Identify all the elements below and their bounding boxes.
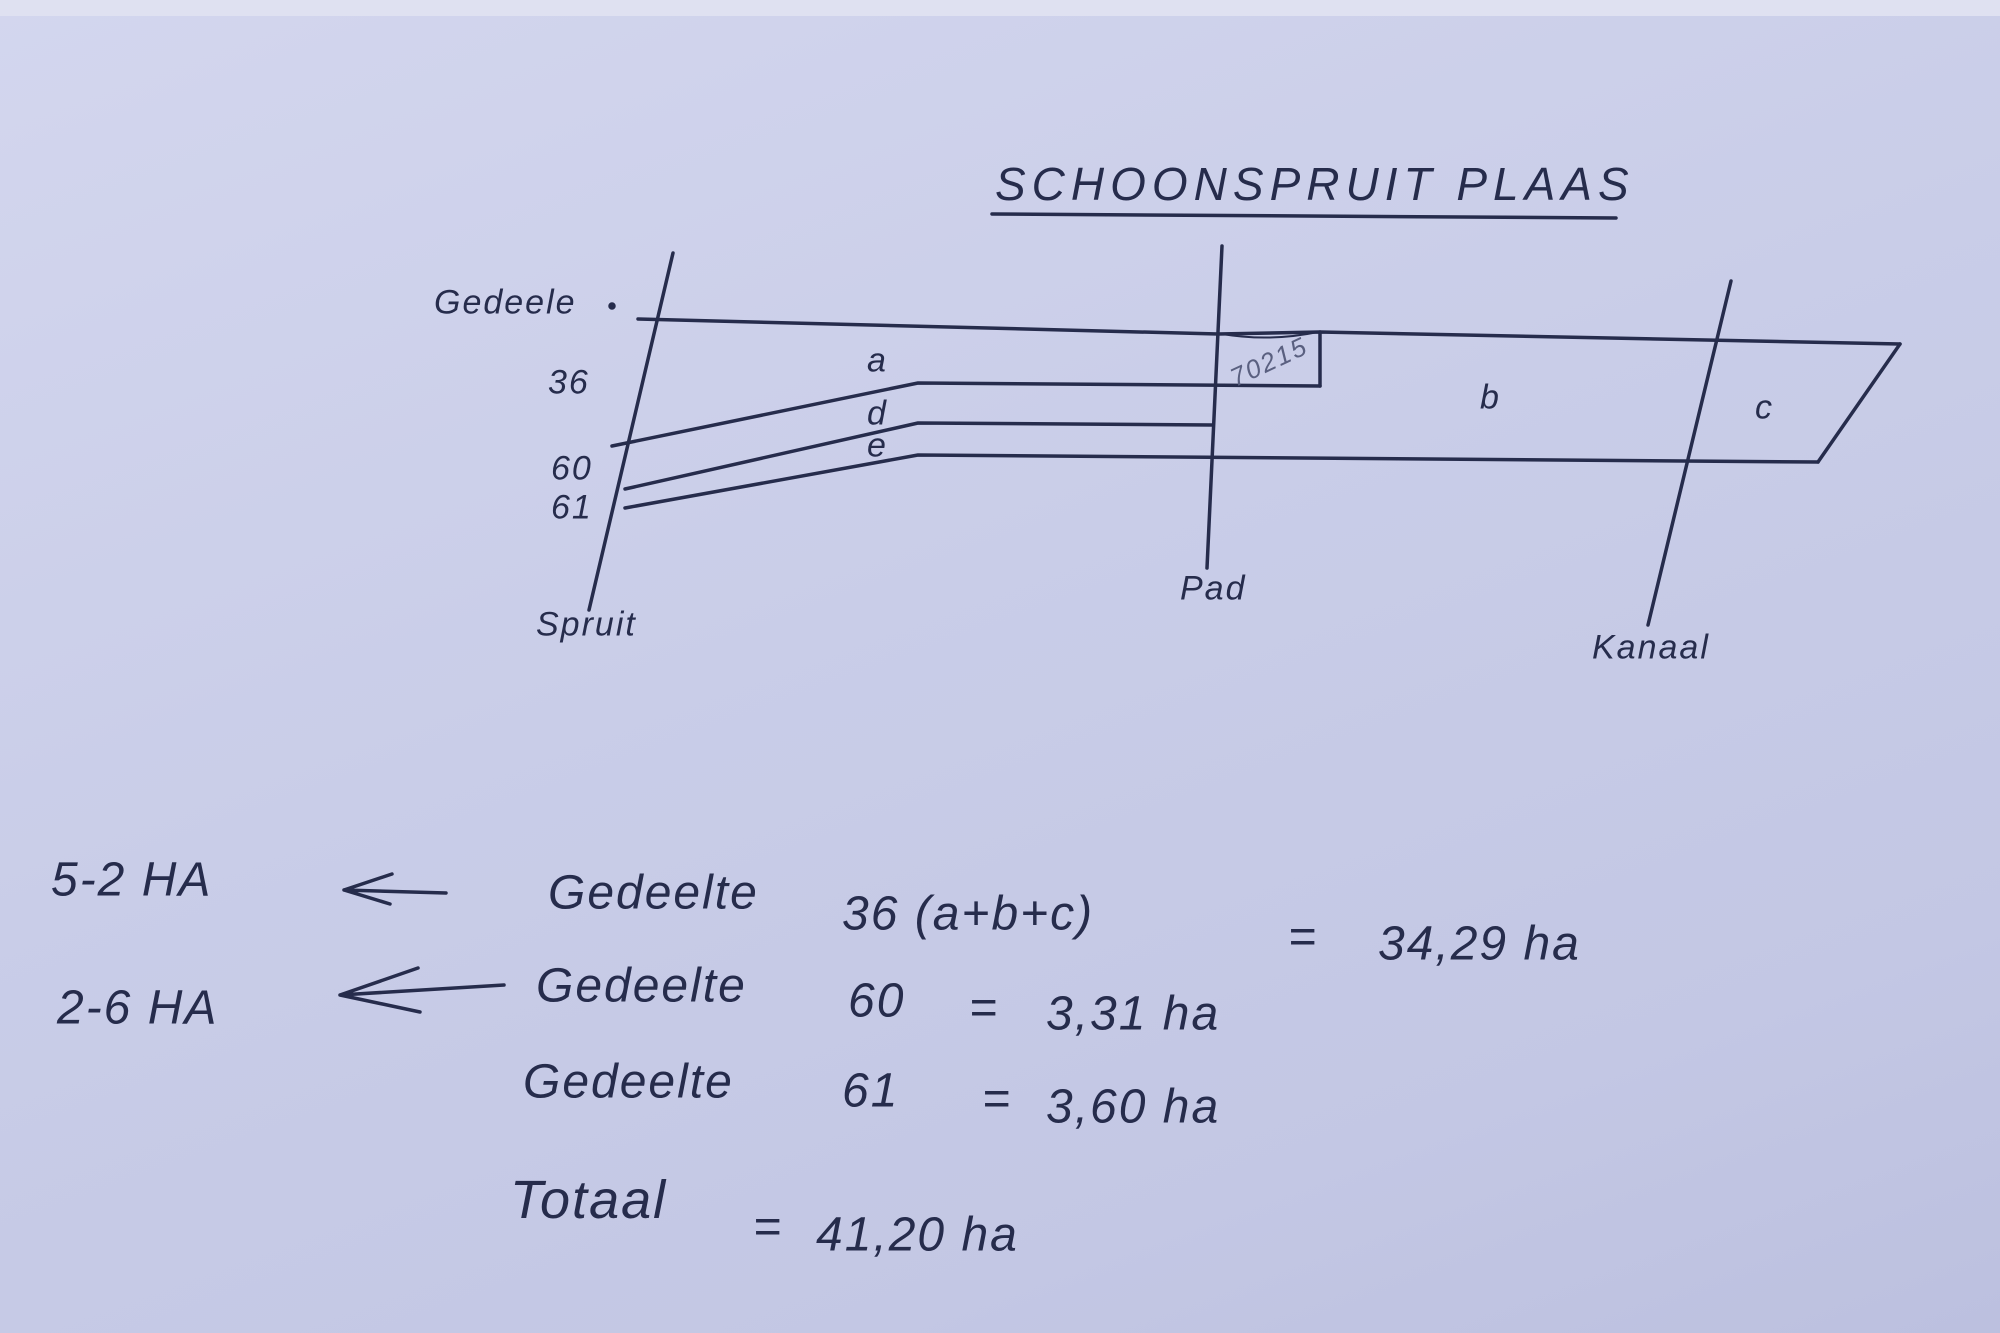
dot [608,302,616,310]
area-eq-3: = [982,1072,1013,1126]
label-e: e [867,426,888,465]
area-value-2: 3,31 ha [1046,987,1221,1041]
area-label-2: Gedeelte [536,959,747,1013]
kanaal-line [1646,279,1733,627]
label-b: b [1480,378,1501,417]
label-pad: Pad [1180,569,1247,608]
boundary-top [636,317,1902,346]
area-eq-1: = [1288,910,1319,964]
label-gedeelte: Gedeele [434,283,577,322]
label-kanaal: Kanaal [1592,628,1710,667]
label-a: a [867,341,888,380]
area-eq-2: = [969,981,1000,1035]
box-shading [1221,331,1319,339]
label-36: 36 [548,363,590,402]
area-value-3: 3,60 ha [1046,1080,1221,1134]
label-61: 61 [551,488,593,527]
arrow-2 [338,966,506,1014]
parcel-60-line [623,421,1214,491]
total-label: Totaal [510,1170,668,1230]
note-2: 2-6 HA [57,981,219,1035]
label-60: 60 [551,449,593,488]
spruit-line [587,251,675,612]
area-parcel-2: 60 [848,974,906,1028]
title-underline [990,212,1618,220]
area-label-1: Gedeelte [548,866,759,920]
total-value: 41,20 ha [816,1208,1019,1262]
area-parcel-3: 61 [842,1064,900,1118]
pad-line [1205,244,1224,570]
area-value-1: 34,29 ha [1378,917,1581,971]
note-1: 5-2 HA [51,853,213,907]
area-label-3: Gedeelte [523,1055,734,1109]
arrow-1 [342,872,448,906]
paper-edge [0,0,2000,16]
label-d: d [867,394,888,433]
boundary-right [1816,342,1902,464]
area-parcel-1: 36 (a+b+c) [842,887,1095,941]
boundary-bottom [623,453,1820,510]
total-eq: = [753,1200,784,1254]
parcel-36-line [610,381,1322,448]
label-spruit: Spruit [536,605,637,644]
label-c: c [1755,388,1774,427]
page-title: SCHOONSPRUIT PLAAS [995,158,1635,210]
